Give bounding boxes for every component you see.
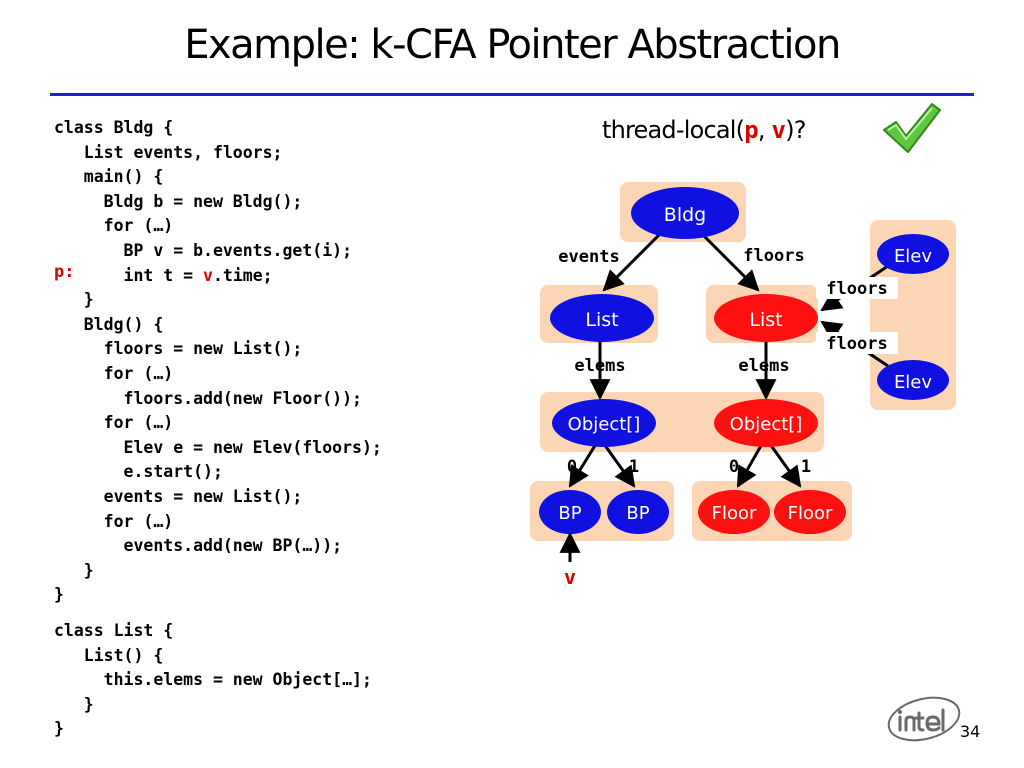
edge-events (602, 230, 664, 292)
edge-label-index: 1 (801, 457, 811, 477)
edge-label-elev-bottom-floors: floors (826, 334, 887, 354)
node-elev-bottom: Elev (877, 360, 949, 400)
label-backdrop (816, 332, 898, 354)
code-line: } (54, 585, 64, 605)
node-label: Bldg (664, 204, 706, 226)
node-label: Elev (894, 246, 932, 267)
edge-label-elems-right: elems (738, 356, 789, 376)
edge-label-elev-top-floors: floors (826, 279, 887, 299)
code-line: class List { (54, 621, 174, 640)
label-backdrop (816, 277, 898, 299)
code-line: List events, floors; (54, 142, 283, 162)
question-arg-v: v (771, 116, 786, 144)
code-line: events = new List(); (54, 486, 303, 506)
code-text: int t = (54, 265, 204, 285)
node-label: Elev (894, 372, 932, 393)
code-block-list: class List { List() { this.elems = new O… (54, 619, 372, 742)
page-number: 34 (960, 722, 981, 741)
code-block-bldg: class Bldg { List events, floors; main()… (54, 116, 382, 608)
code-line: } (54, 694, 94, 714)
code-line: for (…) (54, 363, 174, 383)
node-label: Object[] (730, 414, 803, 435)
code-line: Elev e = new Elev(floors); (54, 437, 382, 457)
checkmark-icon (883, 103, 941, 153)
node-label: List (585, 309, 618, 331)
node-label: Object[] (568, 414, 641, 435)
node-bp-1: BP (607, 490, 669, 534)
question-sep: , (757, 116, 772, 144)
node-list-events: List (550, 294, 654, 342)
node-label: BP (626, 503, 649, 524)
code-line: floors = new List(); (54, 339, 303, 359)
question-prefix: thread-local( (602, 116, 745, 144)
code-line: for (…) (54, 511, 174, 531)
node-bldg: Bldg (631, 187, 739, 239)
program-point-label: p: (54, 262, 75, 282)
edge-label-index: 0 (567, 457, 577, 477)
code-line: floors.add(new Floor()); (54, 388, 362, 408)
code-line: } (54, 290, 94, 310)
edge-index-right-0 (736, 443, 764, 488)
node-label: Floor (788, 503, 833, 524)
code-line: } (54, 719, 64, 739)
edge-label-index: 0 (729, 457, 739, 477)
code-line: } (54, 560, 94, 580)
edge-label-index: 1 (629, 457, 639, 477)
edge-index-left-0 (568, 443, 598, 488)
code-line: Bldg b = new Bldg(); (54, 191, 303, 211)
node-bp-0: BP (539, 490, 601, 534)
code-line: e.start(); (54, 462, 223, 482)
code-line: for (…) (54, 413, 174, 433)
edge-label-floors: floors (743, 246, 804, 266)
code-line: events.add(new BP(…)); (54, 536, 343, 556)
node-floor-0: Floor (698, 490, 770, 534)
intel-logo (887, 696, 961, 742)
code-line-highlighted: int t = v.time; (54, 264, 382, 289)
code-text: .time; (212, 265, 273, 285)
edge-index-left-1 (602, 443, 636, 488)
highlighted-variable: v (203, 265, 213, 285)
code-line: class Bldg { (54, 118, 174, 137)
edge-label-elems-left: elems (574, 356, 625, 376)
code-line: List() { (54, 645, 164, 665)
node-label: List (749, 309, 782, 331)
code-line: Bldg() { (54, 314, 164, 334)
question-suffix: )? (785, 116, 806, 144)
code-line: main() { (54, 167, 164, 187)
thread-local-question: thread-local(p, v)? (602, 116, 807, 144)
edge-index-right-1 (768, 443, 802, 488)
node-object-array-events: Object[] (552, 399, 656, 447)
pointer-variable-label: v (564, 565, 576, 589)
node-label: BP (558, 503, 581, 524)
node-label: Floor (712, 503, 757, 524)
edge-label-events: events (558, 247, 619, 267)
question-arg-p: p (744, 116, 758, 144)
node-object-array-floors: Object[] (714, 399, 818, 447)
node-floor-1: Floor (774, 490, 846, 534)
code-line: for (…) (54, 216, 174, 236)
title-rule (50, 93, 974, 96)
slide-title: Example: k-CFA Pointer Abstraction (184, 22, 841, 68)
code-line: BP v = b.events.get(i); (54, 240, 353, 260)
node-elev-top: Elev (877, 234, 949, 274)
code-line: this.elems = new Object[…]; (54, 670, 372, 690)
node-list-floors: List (714, 294, 818, 342)
edge-floors (698, 230, 760, 292)
